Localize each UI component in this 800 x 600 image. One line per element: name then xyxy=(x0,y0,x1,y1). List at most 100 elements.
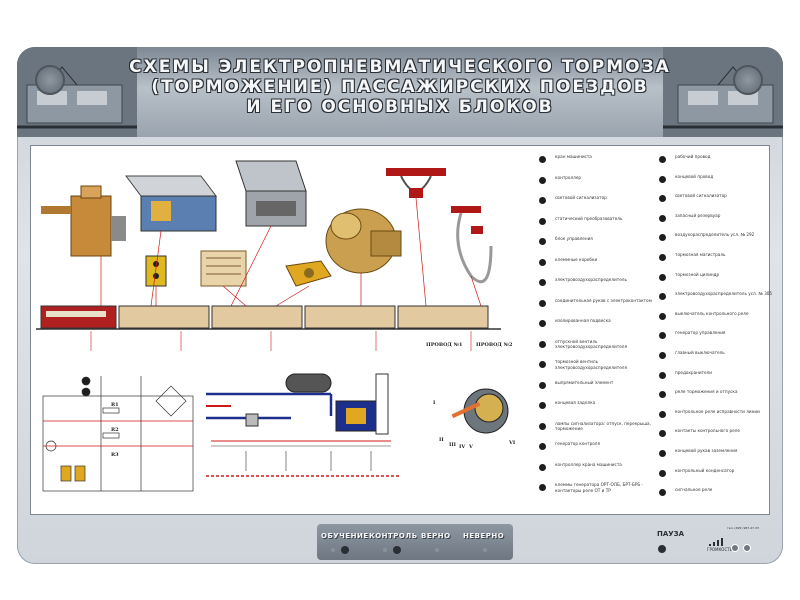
legend-dot-icon[interactable] xyxy=(539,176,546,184)
air-distributor-image[interactable] xyxy=(325,208,402,274)
legend-right-item[interactable]: воздухораспределитель усл. № 292 xyxy=(659,230,769,250)
legend-dot-icon[interactable] xyxy=(539,258,546,266)
drivers-valve-image[interactable] xyxy=(41,185,126,257)
volume-up-button[interactable] xyxy=(743,544,751,552)
electrical-schematic[interactable] xyxy=(42,376,194,492)
legend-left-item[interactable]: генератор контроля xyxy=(539,439,655,459)
legend-right-item[interactable]: выключатель контрольного реле xyxy=(659,309,769,329)
pause-label: ПАУЗА xyxy=(657,530,685,538)
legend-dot-icon[interactable] xyxy=(539,238,546,245)
legend-dot-icon[interactable] xyxy=(539,320,546,327)
header: СХЕМЫ ЭЛЕКТРОПНЕВМАТИЧЕСКОГО ТОРМОЗА (ТО… xyxy=(17,47,783,137)
legend-right-text: контрольный конденсатор xyxy=(675,467,735,473)
legend-dot-icon[interactable] xyxy=(539,299,546,307)
control-mode-indicator[interactable] xyxy=(393,546,401,554)
legend-dot-icon[interactable] xyxy=(659,391,666,399)
legend-right-item[interactable]: электровоздухораспределитель усл. № 305 xyxy=(659,289,772,309)
legend-dot-icon[interactable] xyxy=(539,361,546,368)
static-converter-image[interactable] xyxy=(235,160,307,227)
legend-left-item[interactable]: концевая заделка xyxy=(539,398,655,418)
legend-right-item[interactable]: запасный резервуар xyxy=(659,211,769,231)
legend-right-item[interactable]: тормозной цилиндр xyxy=(659,270,769,290)
legend-dot-icon[interactable] xyxy=(659,156,666,163)
legend-right-item[interactable]: тормозная магистраль xyxy=(659,250,769,270)
legend-right-item[interactable]: контрольное реле исправности линии xyxy=(659,407,769,427)
legend-dot-icon[interactable] xyxy=(659,450,666,457)
legend-right-item[interactable]: концевой провод xyxy=(659,172,769,192)
legend-dot-icon[interactable] xyxy=(659,489,666,497)
legend-dot-icon[interactable] xyxy=(539,443,546,450)
hose-coupling-image[interactable] xyxy=(451,206,493,284)
legend-dot-icon[interactable] xyxy=(659,254,666,261)
controller-box-image[interactable] xyxy=(125,175,217,232)
legend-dot-icon[interactable] xyxy=(539,381,546,389)
legend-left-item[interactable]: электровоздухораспределитель xyxy=(539,275,655,295)
legend-dot-icon[interactable] xyxy=(539,217,546,225)
legend-dot-icon[interactable] xyxy=(659,410,666,418)
legend-left-item[interactable]: выпрямительный элемент xyxy=(539,378,655,398)
legend-dot-icon[interactable] xyxy=(659,371,666,379)
wire2-label: ПРОВОД №2 xyxy=(476,342,513,348)
legend-right-text: тормозной цилиндр xyxy=(675,271,720,277)
legend-right-item[interactable]: предохранители xyxy=(659,368,769,388)
legend-right-item[interactable]: генератор управления xyxy=(659,328,769,348)
legend-left-item[interactable]: блок управления xyxy=(539,234,655,254)
legend-dot-icon[interactable] xyxy=(539,484,546,491)
terminal-box-image[interactable] xyxy=(285,260,332,287)
legend-left-item[interactable]: контроллер крана машиниста xyxy=(539,460,655,480)
legend-left-item[interactable]: клеммные коробки xyxy=(539,255,655,275)
legend-left-item[interactable]: клеммы генератора ОРТ-ОЛБ, БРТ-БРБ - кон… xyxy=(539,480,655,500)
isolated-hanger-image[interactable] xyxy=(386,168,446,198)
pause-button[interactable] xyxy=(657,544,667,554)
legend-right-item[interactable]: концевой рукав заземления xyxy=(659,446,769,466)
legend-dot-icon[interactable] xyxy=(539,463,546,471)
pneumatic-schematic[interactable] xyxy=(206,373,401,477)
legend-right-item[interactable]: световой сигнализатор xyxy=(659,191,769,211)
legend-left-item[interactable]: контроллер xyxy=(539,173,655,193)
legend-right-text: концевой рукав заземления xyxy=(675,448,738,453)
drivers-controller-knob-image[interactable] xyxy=(451,388,509,434)
legend-left-item[interactable]: изолированная подвеска xyxy=(539,316,655,336)
legend-left-item[interactable]: световой сигнализатор xyxy=(539,193,655,213)
legend-dot-icon[interactable] xyxy=(539,422,546,430)
legend-dot-icon[interactable] xyxy=(539,340,546,348)
legend-right-item[interactable]: реле торможения и отпуска xyxy=(659,387,769,407)
legend-dot-icon[interactable] xyxy=(659,312,666,320)
legend-right-item[interactable]: контрольный конденсатор xyxy=(659,466,769,486)
legend-right-text: электровоздухораспределитель усл. № 305 xyxy=(675,291,773,297)
legend-left-item[interactable]: соединительная рукав с электроконтактом xyxy=(539,296,655,316)
legend-right-item[interactable]: сигнальное реле xyxy=(659,485,769,505)
correct-indicator xyxy=(435,548,439,552)
title-line-2: (ТОРМОЖЕНИЕ) ПАССАЖИРСКИХ ПОЕЗДОВ xyxy=(151,77,649,97)
legend-dot-icon[interactable] xyxy=(659,332,666,340)
legend-dot-icon[interactable] xyxy=(539,156,546,163)
legend-dot-icon[interactable] xyxy=(659,352,666,359)
legend-dot-icon[interactable] xyxy=(659,214,666,222)
volume-down-button[interactable] xyxy=(731,544,739,552)
legend-dot-icon[interactable] xyxy=(659,430,666,438)
legend-left-item[interactable]: отпускной вентиль электровоздухораспреде… xyxy=(539,337,655,357)
legend-left-item[interactable]: кран машиниста xyxy=(539,152,655,172)
learn-mode-button[interactable] xyxy=(331,548,335,552)
legend-dot-icon[interactable] xyxy=(659,469,666,477)
legend-right-item[interactable]: рабочий провод xyxy=(659,152,769,172)
legend-left-item[interactable]: статический преобразователь xyxy=(539,214,655,234)
legend-left-item[interactable]: тормозной вентиль электровоздухораспреде… xyxy=(539,357,655,377)
legend-right-item[interactable]: главный выключатель xyxy=(659,348,769,368)
learn-mode-label: ОБУЧЕНИЕ xyxy=(321,532,369,540)
legend-dot-icon[interactable] xyxy=(539,197,546,204)
legend-dot-icon[interactable] xyxy=(659,175,666,183)
control-unit-image[interactable] xyxy=(200,250,247,287)
legend-dot-icon[interactable] xyxy=(659,195,666,203)
passenger-train[interactable] xyxy=(36,305,501,330)
learn-mode-indicator[interactable] xyxy=(341,546,349,554)
legend-right-item[interactable]: контакты контрольного реле xyxy=(659,426,769,446)
legend-dot-icon[interactable] xyxy=(539,279,546,286)
legend-left-item[interactable]: лампы сигнализатора: отпуск, перекрыша, … xyxy=(539,419,655,439)
control-mode-button[interactable] xyxy=(383,548,387,552)
legend-dot-icon[interactable] xyxy=(539,402,546,409)
legend-dot-icon[interactable] xyxy=(659,234,666,242)
legend-dot-icon[interactable] xyxy=(659,273,666,281)
legend-right-text: рабочий провод xyxy=(675,154,711,159)
legend-dot-icon[interactable] xyxy=(659,293,666,301)
